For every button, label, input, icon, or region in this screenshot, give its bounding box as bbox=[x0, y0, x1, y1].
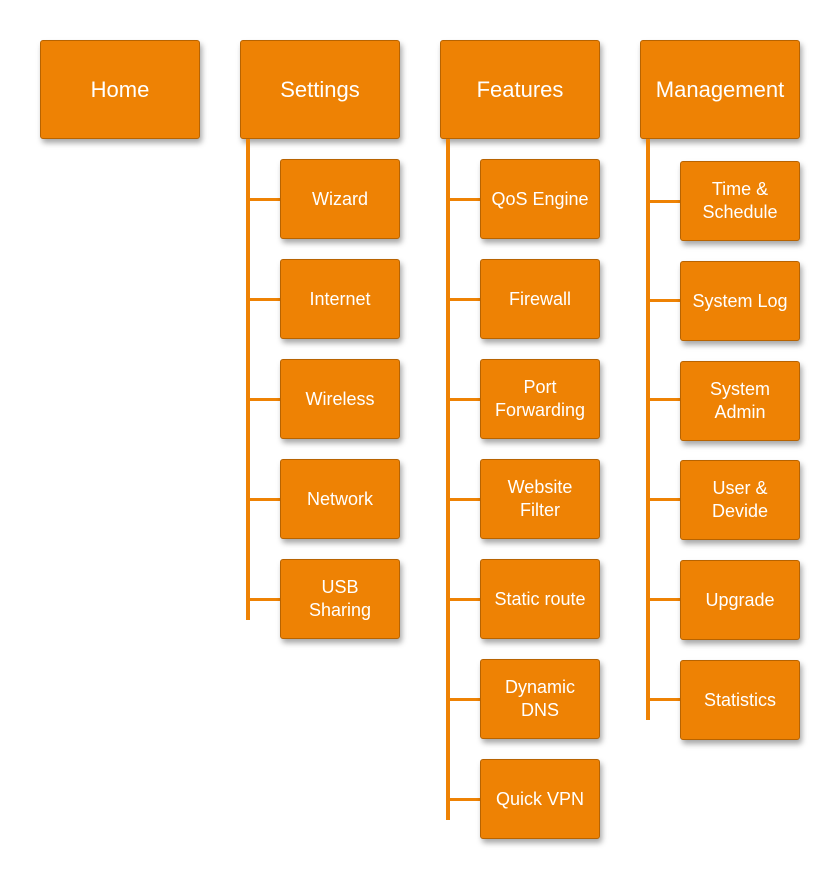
submenu-item-label: User & Devide bbox=[711, 478, 769, 521]
management-branch-line bbox=[650, 299, 680, 302]
submenu-item-label: Dynamic DNS bbox=[504, 677, 575, 720]
submenu-item-label: Wizard bbox=[311, 188, 368, 209]
features-branch-line bbox=[450, 698, 480, 701]
management-branch-line bbox=[650, 598, 680, 601]
menu-features-label: Features bbox=[476, 76, 564, 102]
features-connector-line bbox=[446, 139, 450, 820]
settings-branch-line bbox=[250, 598, 280, 601]
management-branch-line bbox=[650, 498, 680, 501]
submenu-item-port-forwarding[interactable]: Port Forwarding bbox=[480, 359, 600, 439]
submenu-item-label: Network bbox=[306, 488, 373, 509]
settings-branch-line bbox=[250, 398, 280, 401]
settings-connector-line bbox=[246, 139, 250, 620]
features-branch-line bbox=[450, 198, 480, 201]
submenu-item-label: System Admin bbox=[709, 379, 770, 422]
submenu-item-wizard[interactable]: Wizard bbox=[280, 159, 400, 239]
submenu-item-system-admin[interactable]: System Admin bbox=[680, 361, 800, 441]
submenu-item-label: USB Sharing bbox=[308, 577, 372, 620]
submenu-item-time-schedule[interactable]: Time & Schedule bbox=[680, 161, 800, 241]
submenu-item-label: Wireless bbox=[305, 388, 375, 409]
submenu-item-user-devide[interactable]: User & Devide bbox=[680, 460, 800, 540]
management-branch-line bbox=[650, 200, 680, 203]
submenu-item-label: Firewall bbox=[508, 288, 571, 309]
submenu-item-label: QoS Engine bbox=[491, 188, 589, 209]
menu-management-label: Management bbox=[655, 76, 785, 102]
features-branch-line bbox=[450, 498, 480, 501]
management-branch-line bbox=[650, 398, 680, 401]
menu-settings-label: Settings bbox=[280, 76, 360, 102]
submenu-item-label: Port Forwarding bbox=[494, 377, 586, 420]
settings-branch-line bbox=[250, 298, 280, 301]
submenu-item-wireless[interactable]: Wireless bbox=[280, 359, 400, 439]
management-branch-line bbox=[650, 698, 680, 701]
features-branch-line bbox=[450, 298, 480, 301]
submenu-item-system-log[interactable]: System Log bbox=[680, 261, 800, 341]
submenu-item-upgrade[interactable]: Upgrade bbox=[680, 560, 800, 640]
settings-branch-line bbox=[250, 198, 280, 201]
management-connector-line bbox=[646, 139, 650, 720]
submenu-item-static-route[interactable]: Static route bbox=[480, 559, 600, 639]
submenu-item-label: Statistics bbox=[703, 689, 777, 710]
submenu-item-network[interactable]: Network bbox=[280, 459, 400, 539]
submenu-item-usb-sharing[interactable]: USB Sharing bbox=[280, 559, 400, 639]
menu-features[interactable]: Features bbox=[440, 40, 600, 139]
submenu-item-label: Internet bbox=[309, 288, 371, 309]
submenu-item-quick-vpn[interactable]: Quick VPN bbox=[480, 759, 600, 839]
submenu-item-firewall[interactable]: Firewall bbox=[480, 259, 600, 339]
menu-management[interactable]: Management bbox=[640, 40, 800, 139]
submenu-item-label: Static route bbox=[494, 588, 586, 609]
submenu-item-qos-engine[interactable]: QoS Engine bbox=[480, 159, 600, 239]
submenu-item-website-filter[interactable]: Website Filter bbox=[480, 459, 600, 539]
features-branch-line bbox=[450, 398, 480, 401]
features-branch-line bbox=[450, 798, 480, 801]
submenu-item-label: Quick VPN bbox=[495, 788, 585, 809]
submenu-item-label: Time & Schedule bbox=[702, 179, 778, 222]
features-branch-line bbox=[450, 598, 480, 601]
menu-settings[interactable]: Settings bbox=[240, 40, 400, 139]
submenu-item-label: Upgrade bbox=[705, 589, 775, 610]
submenu-item-label: Website Filter bbox=[507, 477, 573, 520]
menu-home[interactable]: Home bbox=[40, 40, 200, 139]
submenu-item-statistics[interactable]: Statistics bbox=[680, 660, 800, 740]
submenu-item-label: System Log bbox=[692, 290, 788, 311]
submenu-item-dynamic-dns[interactable]: Dynamic DNS bbox=[480, 659, 600, 739]
settings-branch-line bbox=[250, 498, 280, 501]
menu-home-label: Home bbox=[90, 76, 150, 102]
submenu-item-internet[interactable]: Internet bbox=[280, 259, 400, 339]
